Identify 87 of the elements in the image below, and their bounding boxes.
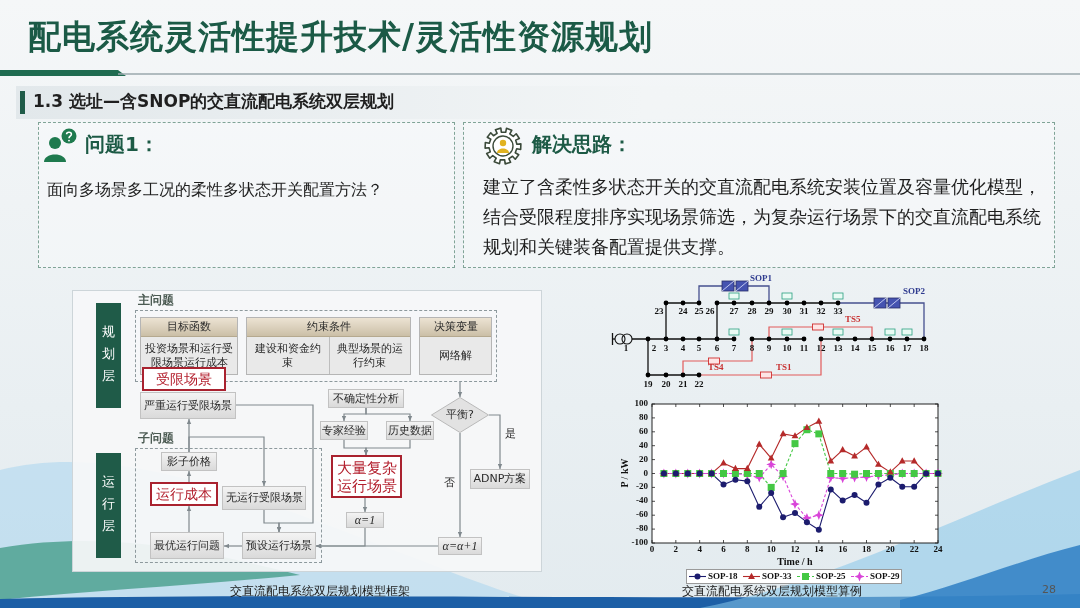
page-number: 28 — [1042, 583, 1056, 597]
card-text: 建设和资金约束 — [253, 341, 322, 371]
card-header: 目标函数 — [141, 318, 237, 337]
tick-label: -80 — [636, 524, 648, 535]
bus-number: 30 — [782, 307, 792, 317]
tick-label: 22 — [909, 545, 919, 555]
bus-number: 16 — [885, 344, 895, 354]
tick-label: 24 — [933, 545, 943, 555]
bus-number: 19 — [643, 380, 653, 390]
bus-number: 9 — [766, 344, 772, 354]
tick-label: 10 — [766, 545, 776, 555]
figure-caption: 交直流配电系统双层规划模型框架 — [230, 585, 410, 599]
tick-label: -60 — [636, 510, 648, 521]
figure-caption: 交直流配电系统双层规划模型算例 — [682, 585, 862, 599]
panel-heading: 解决思路： — [532, 133, 632, 155]
device-label: SOP1 — [750, 274, 772, 284]
tick-label: 80 — [639, 412, 648, 423]
tick-label: 12 — [790, 545, 800, 555]
tick-label: -100 — [631, 538, 648, 548]
bus-number: 33 — [833, 307, 843, 317]
tick-label: 20 — [885, 545, 895, 555]
bus-number: 11 — [799, 344, 809, 354]
bus-number: 2 — [651, 344, 657, 354]
bus-number: 21 — [678, 380, 688, 390]
tick-label: 0 — [643, 468, 648, 479]
bus-number: 26 — [705, 307, 715, 317]
bus-number: 32 — [816, 307, 826, 317]
tick-label: 8 — [745, 545, 750, 555]
panel-heading: 问题1： — [85, 133, 159, 155]
tick-label: 4 — [697, 545, 702, 555]
group-heading: 子问题 — [138, 432, 174, 446]
bus-number: 5 — [696, 344, 702, 354]
bus-number: 10 — [782, 344, 792, 354]
edge-label: 否 — [444, 477, 455, 490]
bus-number: 13 — [833, 344, 843, 354]
card-header: 约束条件 — [247, 318, 410, 337]
bus-number: 17 — [902, 344, 912, 354]
bus-number: 15 — [867, 344, 877, 354]
axis-title: Time / h — [777, 556, 813, 567]
group-heading: 主问题 — [138, 294, 174, 308]
bus-number: 28 — [747, 307, 757, 317]
card-header: 决策变量 — [420, 318, 491, 337]
legend-label: SOP-29 — [870, 572, 900, 582]
panel-text: 面向多场景多工况的柔性多状态开关配置方法？ — [47, 179, 384, 201]
tick-label: 18 — [862, 545, 871, 555]
card-text: 典型场景的运行约束 — [328, 337, 410, 374]
tick-label: 2 — [673, 545, 679, 555]
panel-text: 建立了含柔性多状态开关的交直流配电系统安装位置及容量优化模型，结合受限程度排序实现场景筛选，为复杂运行场景下的交直流配电系统规划和关键装备配置提供支撑。 — [483, 175, 1042, 259]
device-label: SOP2 — [903, 287, 925, 297]
bus-number: 14 — [850, 344, 860, 354]
device-label: TS1 — [776, 363, 792, 373]
bus-number: 4 — [680, 344, 686, 354]
bus-number: 7 — [731, 344, 737, 354]
bus-number: 6 — [714, 344, 720, 354]
device-label: TS5 — [845, 315, 861, 325]
edge-label: 是 — [505, 428, 516, 441]
bus-number: 20 — [661, 380, 671, 390]
bus-number: 18 — [919, 344, 929, 354]
bus-number: 3 — [663, 344, 669, 354]
tick-label: 14 — [814, 545, 824, 555]
tick-label: -20 — [636, 482, 648, 493]
tick-label: 100 — [634, 399, 648, 409]
bus-number: 27 — [729, 307, 739, 317]
legend-label: SOP-25 — [816, 572, 846, 582]
bus-number: 8 — [749, 344, 755, 354]
bus-number: 12 — [816, 344, 826, 354]
diamond-label: 平衡? — [446, 408, 474, 422]
tick-label: 40 — [639, 440, 648, 451]
tick-label: 0 — [649, 545, 655, 555]
bus-number: 1 — [623, 344, 629, 354]
bus-number: 23 — [654, 307, 664, 317]
device-label: TS4 — [708, 363, 724, 373]
bus-number: 31 — [799, 307, 809, 317]
legend-label: SOP-18 — [708, 572, 738, 582]
slide-title: 配电系统灵活性提升技术/灵活性资源规划 — [28, 17, 654, 57]
bus-number: 29 — [764, 307, 774, 317]
bus-number: 24 — [678, 307, 688, 317]
bus-number: 25 — [694, 307, 704, 317]
tick-label: 20 — [639, 454, 648, 465]
bus-number: 22 — [694, 380, 704, 390]
tick-label: 60 — [639, 426, 648, 437]
tick-label: -40 — [636, 496, 648, 507]
tick-label: 16 — [838, 545, 848, 555]
axis-title: P / kW — [618, 458, 630, 488]
card-text: 网络解 — [438, 347, 473, 364]
legend-label: SOP-33 — [762, 572, 792, 582]
tick-label: 6 — [721, 545, 726, 555]
